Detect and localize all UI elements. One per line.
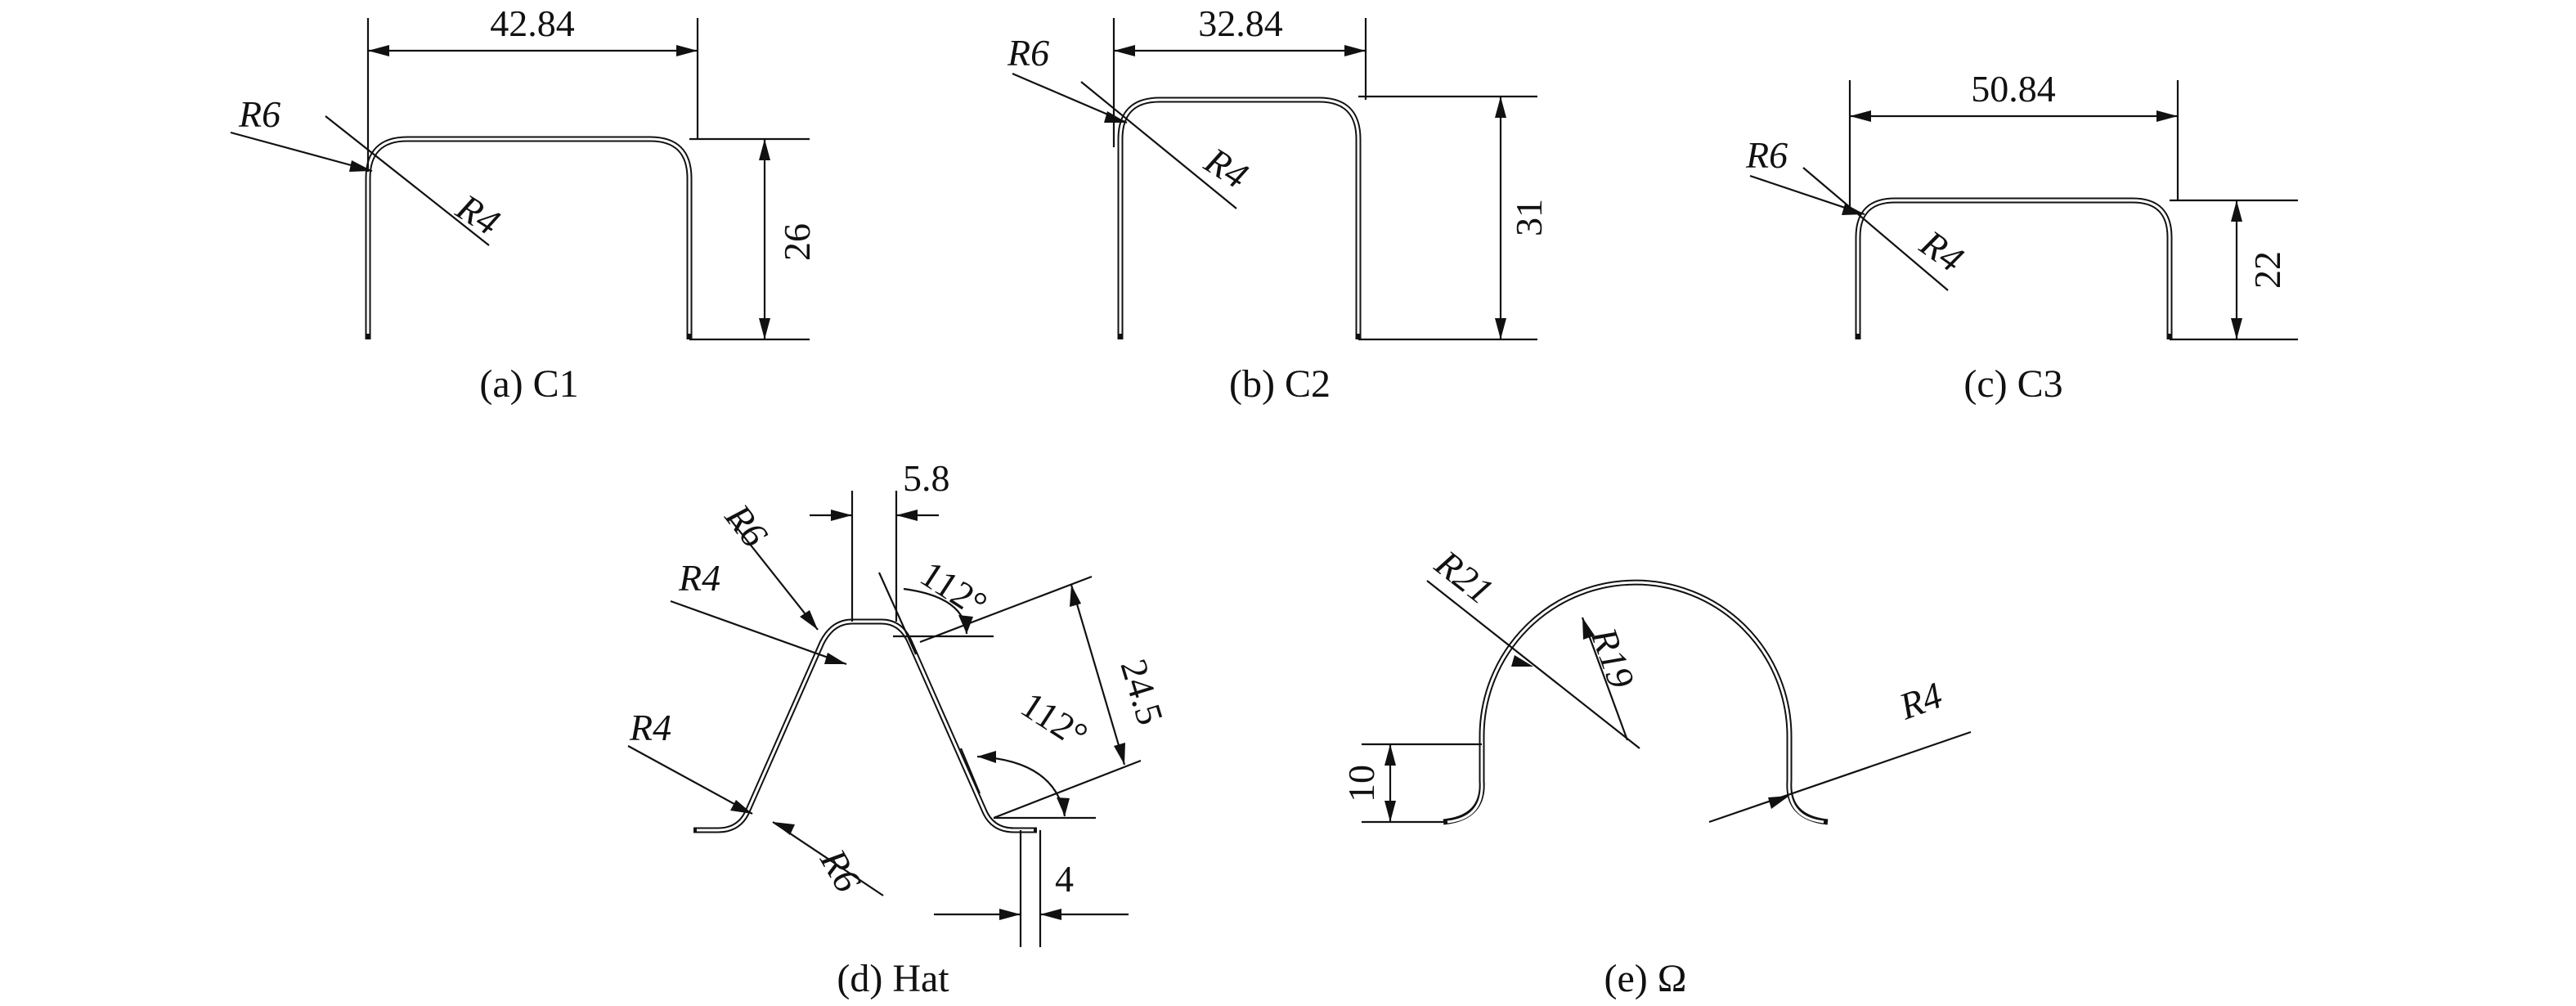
c3-height-dim: 22	[2246, 251, 2288, 289]
omega-leg-dim: 10	[1340, 765, 1382, 802]
c1-height-dim: 26	[776, 223, 818, 261]
hat-radius-bottom-inner: R4	[629, 707, 671, 748]
c2-inner-radius: R4	[1197, 139, 1255, 197]
hat-side-dim: 24.5	[1112, 654, 1171, 730]
figure-c1: 42.84 26 R6 R4 (a) C1	[230, 2, 818, 406]
c2-profile	[1117, 97, 1362, 339]
omega-caption: (e) Ω	[1604, 957, 1687, 1000]
figure-hat: 5.8 112° 24.5 112° 4 R6 R4	[627, 457, 1172, 1000]
hat-angle-bottom: 112°	[1014, 684, 1096, 757]
c1-profile	[365, 136, 693, 339]
hat-flange-dim: 4	[1055, 858, 1074, 900]
hat-profile	[693, 618, 1037, 833]
c3-profile	[1855, 197, 2173, 339]
c3-outer-radius: R6	[1745, 134, 1788, 176]
c1-width-dim: 42.84	[490, 2, 575, 44]
c2-caption: (b) C2	[1229, 362, 1331, 406]
c2-outer-radius: R6	[1007, 32, 1049, 74]
figure-c2: 32.84 31 R6 R4 (b) C2	[1007, 2, 1550, 406]
hat-top-width-dim: 5.8	[903, 457, 950, 499]
c1-caption: (a) C1	[479, 362, 578, 406]
hat-radius-bottom-outer: R6	[812, 842, 869, 900]
c3-caption: (c) C3	[1963, 362, 2062, 406]
c3-inner-radius: R4	[1912, 222, 1971, 281]
omega-outer-radius: R21	[1427, 541, 1501, 612]
figure-c3: 50.84 22 R6 R4 (c) C3	[1745, 68, 2298, 406]
c3-width-dim: 50.84	[1971, 68, 2056, 110]
c2-height-dim: 31	[1508, 199, 1550, 236]
figure-omega: 10 R21 R19 R4 (e) Ω	[1340, 541, 1972, 1000]
c1-outer-radius: R6	[238, 93, 280, 135]
hat-caption: (d) Hat	[837, 957, 949, 1000]
omega-profile	[1443, 579, 1829, 825]
hat-angle-top: 112°	[913, 553, 995, 626]
hat-radius-top-inner: R4	[678, 557, 720, 599]
hat-radius-top-outer: R6	[717, 496, 776, 555]
c1-profile-inner	[366, 137, 691, 334]
c1-inner-radius: R4	[449, 186, 507, 244]
c2-width-dim: 32.84	[1198, 2, 1283, 44]
omega-foot-radius: R4	[1893, 674, 1947, 728]
